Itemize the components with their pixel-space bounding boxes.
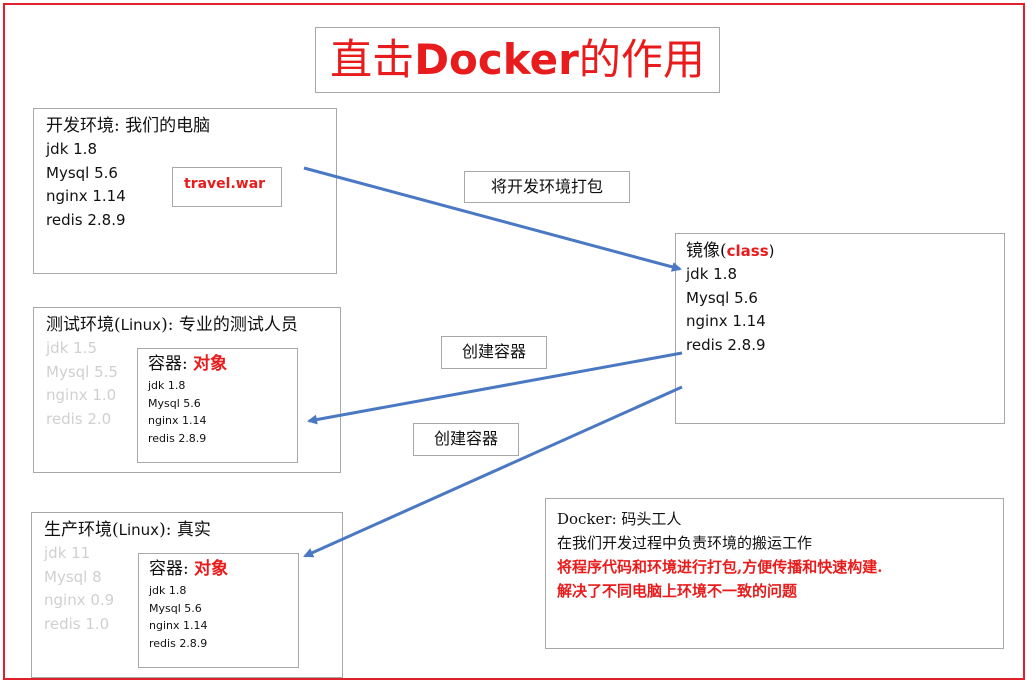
title-prefix: 直击 <box>330 35 415 84</box>
outer-frame <box>3 3 1025 680</box>
dev-env-heading: 开发环境: 我们的电脑 <box>46 116 211 136</box>
list-item: jdk 11 <box>44 544 91 562</box>
test-container-box: 容器: 对象 jdk 1.8 Mysql 5.6 nginx 1.14 redi… <box>137 348 298 463</box>
container-heading: 容器: <box>148 354 194 374</box>
container-heading: 容器: <box>149 559 195 579</box>
create-container-label-1: 创建容器 <box>441 336 547 369</box>
test-heading-cn: 测试环境( <box>46 315 121 335</box>
title-box: 直击Docker的作用 <box>315 27 720 93</box>
list-item: Mysql 5.5 <box>46 362 118 381</box>
title-docker: Docker <box>414 35 579 84</box>
test-old-list: jdk 1.5 Mysql 5.5 nginx 1.0 redis 2.0 <box>46 337 118 431</box>
container-heading-object: 对象 <box>193 354 228 374</box>
list-item: redis 2.8.9 <box>46 210 126 229</box>
list-item: redis 2.8.9 <box>686 335 766 354</box>
image-heading-end: ) <box>768 242 775 260</box>
note-line-3: 将程序代码和环境进行打包,方便传播和快速构建. <box>557 558 883 576</box>
list-item: jdk 1.8 <box>46 140 97 158</box>
prod-env-box: 生产环境(Linux): 真实 jdk 11 Mysql 8 nginx 0.9… <box>31 512 343 678</box>
list-item: jdk 1.8 <box>148 379 186 392</box>
list-item: Mysql 5.6 <box>149 601 202 615</box>
list-item: Mysql 8 <box>44 567 102 586</box>
list-item: redis 2.8.9 <box>149 636 208 650</box>
image-heading-cn: 镜像( <box>686 241 727 261</box>
image-box: 镜像(class) jdk 1.8 Mysql 5.6 nginx 1.14 r… <box>675 233 1005 424</box>
prod-heading-linux: Linux <box>118 521 160 539</box>
prod-env-heading: 生产环境(Linux): 真实 <box>44 519 211 541</box>
pack-label: 将开发环境打包 <box>464 171 630 203</box>
docker-note-box: Docker: 码头工人 在我们开发过程中负责环境的搬运工作 将程序代码和环境进… <box>545 498 1004 649</box>
list-item: nginx 1.0 <box>46 386 117 404</box>
dev-env-list: jdk 1.8 Mysql 5.6 nginx 1.14 redis 2.8.9 <box>46 138 126 232</box>
prod-container-box: 容器: 对象 jdk 1.8 Mysql 5.6 nginx 1.14 redi… <box>138 553 299 668</box>
note-line-1: Docker: 码头工人 <box>557 507 1003 531</box>
note-line-1-cn: : 码头工人 <box>611 510 682 528</box>
test-env-heading: 测试环境(Linux): 专业的测试人员 <box>46 314 298 336</box>
prod-container-heading: 容器: 对象 <box>149 558 228 580</box>
image-list: jdk 1.8 Mysql 5.6 nginx 1.14 redis 2.8.9 <box>686 263 766 357</box>
list-item: Mysql 5.6 <box>148 396 201 410</box>
page-title: 直击Docker的作用 <box>316 34 719 86</box>
create-container-label-2: 创建容器 <box>413 423 519 456</box>
list-item: nginx 1.14 <box>46 187 126 205</box>
list-item: nginx 1.14 <box>148 414 207 427</box>
note-line-4: 解决了不同电脑上环境不一致的问题 <box>557 582 798 600</box>
test-heading-end: ): 专业的测试人员 <box>161 315 298 335</box>
list-item: Mysql 5.6 <box>686 288 758 307</box>
list-item: jdk 1.8 <box>149 584 187 597</box>
list-item: nginx 0.9 <box>44 591 115 609</box>
list-item: jdk 1.8 <box>686 265 737 283</box>
war-file-box: travel.war <box>172 167 282 207</box>
test-container-heading: 容器: 对象 <box>148 353 227 375</box>
list-item: redis 2.0 <box>46 409 112 428</box>
container-heading-object: 对象 <box>194 559 229 579</box>
list-item: Mysql 5.6 <box>46 163 118 182</box>
dev-env-box: 开发环境: 我们的电脑 jdk 1.8 Mysql 5.6 nginx 1.14… <box>33 108 337 274</box>
list-item: nginx 1.14 <box>686 312 766 330</box>
list-item: nginx 1.14 <box>149 619 208 632</box>
image-heading: 镜像(class) <box>686 240 775 262</box>
list-item: jdk 1.5 <box>46 339 97 357</box>
prod-container-list: jdk 1.8 Mysql 5.6 nginx 1.14 redis 2.8.9 <box>149 582 207 652</box>
test-container-list: jdk 1.8 Mysql 5.6 nginx 1.14 redis 2.8.9 <box>148 377 206 447</box>
prod-old-list: jdk 11 Mysql 8 nginx 0.9 redis 1.0 <box>44 542 114 636</box>
prod-heading-cn: 生产环境( <box>44 520 119 540</box>
test-heading-linux: Linux <box>120 316 162 334</box>
image-heading-class: class <box>726 242 769 260</box>
title-suffix: 的作用 <box>578 35 705 84</box>
test-env-box: 测试环境(Linux): 专业的测试人员 jdk 1.5 Mysql 5.5 n… <box>33 307 341 473</box>
note-docker: Docker <box>557 510 612 528</box>
list-item: redis 2.8.9 <box>148 431 207 445</box>
prod-heading-end: ): 真实 <box>159 520 211 540</box>
list-item: redis 1.0 <box>44 614 110 633</box>
note-line-2: 在我们开发过程中负责环境的搬运工作 <box>557 534 813 552</box>
